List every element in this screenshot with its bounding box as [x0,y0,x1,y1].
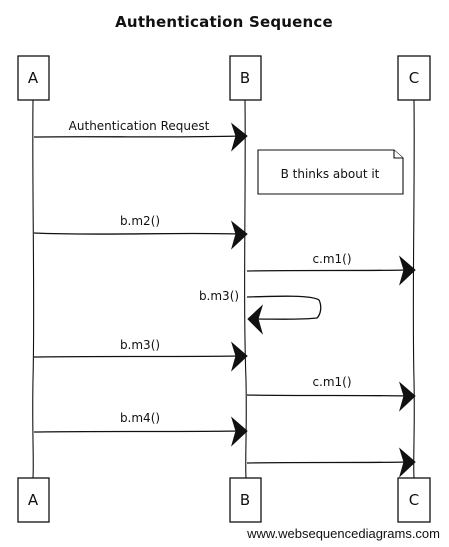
participant-b-bottom-label: B [240,491,250,509]
message-c-m1-first-label: c.m1() [312,252,351,266]
message-b-m2: b.m2() [33,214,248,250]
lifeline-b [244,99,247,479]
participant-b-top-label: B [240,69,250,87]
message-c-m1-second: c.m1() [246,375,416,412]
message-c-m1-second-label: c.m1() [312,375,351,389]
participant-b-top: B [229,55,262,101]
message-b-m4-label: b.m4() [120,411,160,425]
note-b-thinks-label: B thinks about it [281,167,380,181]
participant-c-bottom-label: C [409,491,419,509]
lifeline-c [412,99,415,479]
participant-c-bottom: C [397,477,431,523]
participant-a-bottom: A [17,477,50,523]
lifeline-a [32,99,35,479]
participant-b-bottom: B [229,477,262,523]
participant-a-top: A [17,55,50,101]
participant-a-bottom-label: A [28,491,39,509]
message-b-m3: b.m3() [33,338,248,372]
message-b-to-c-unlabeled [246,447,416,478]
participant-c-top-label: C [409,69,419,87]
message-b-m2-label: b.m2() [120,214,160,228]
participant-c-top: C [397,55,431,101]
message-authentication-request-label: Authentication Request [69,119,210,133]
diagram-title: Authentication Sequence [115,13,333,31]
message-c-m1-first: c.m1() [246,252,416,286]
message-authentication-request: Authentication Request [33,119,248,152]
message-b-m3-self-label: b.m3() [199,289,239,303]
note-b-thinks: B thinks about it [257,149,404,195]
message-b-m4: b.m4() [33,411,248,447]
message-b-m3-self: b.m3() [199,289,322,335]
watermark-link[interactable]: www.websequencediagrams.com [246,526,440,541]
message-b-m3-label: b.m3() [120,338,160,352]
participant-a-top-label: A [28,69,39,87]
